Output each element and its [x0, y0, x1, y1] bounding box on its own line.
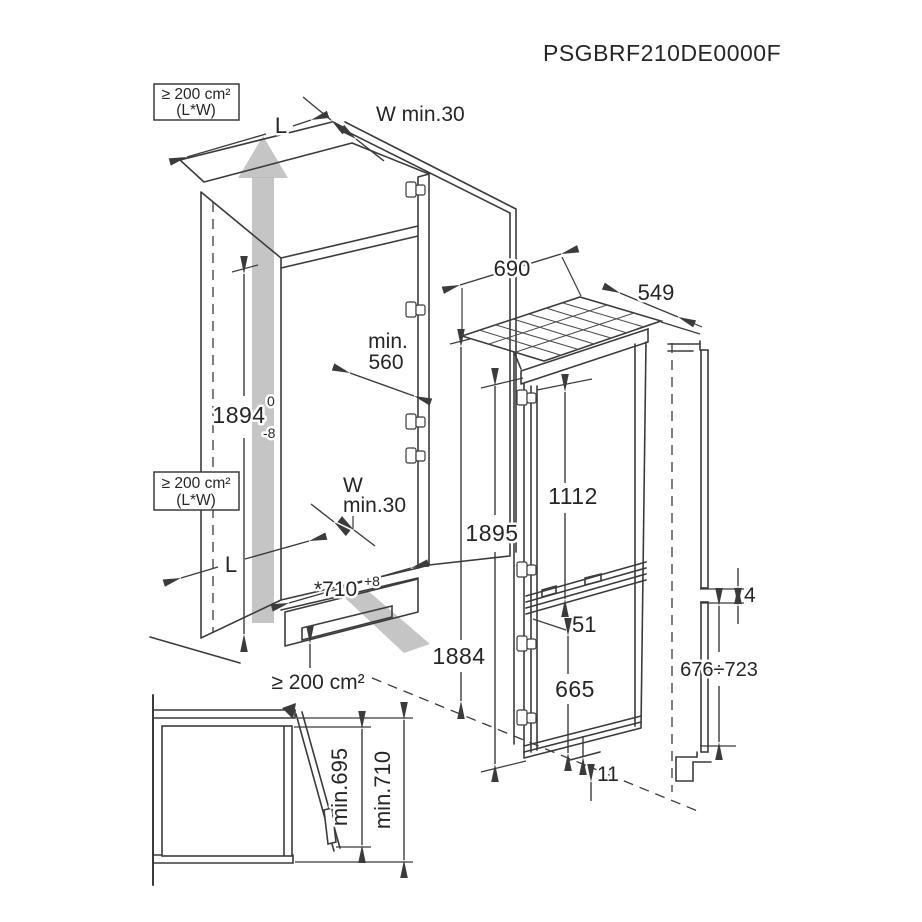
upper-door-label: 1112	[548, 483, 598, 509]
door-panel-structure	[667, 340, 712, 782]
dim-length-top: L	[168, 111, 330, 166]
niche-width-tol: +8	[364, 573, 380, 589]
bottom-vent-text: ≥ 200 cm²	[271, 671, 364, 694]
niche-depth-line1: min.	[368, 330, 408, 353]
bottom-vent-label: ≥ 200 cm²	[271, 626, 365, 694]
divider-label: 51	[572, 612, 596, 637]
dim-bottom-clearance: 11	[579, 736, 621, 801]
lower-panel-height-label: 676÷723	[680, 659, 758, 681]
top-vent-label: ≥ 200 cm² (L*W)	[153, 83, 240, 121]
rear-clearance-side-line1: W	[343, 474, 363, 497]
dim-panel-gap: 4	[700, 568, 756, 624]
min-depth-label: min.695	[327, 748, 352, 826]
dim-min-depth: min.695	[294, 711, 371, 863]
lower-door-label: 665	[555, 676, 595, 702]
top-view-structure	[152, 694, 341, 886]
appliance-grille-grid	[478, 302, 645, 356]
niche-depth-line2: 560	[368, 351, 403, 374]
appliance-hinge-icons	[516, 389, 537, 726]
dim-niche-depth: min. 560	[331, 330, 433, 406]
mid-vent-line1: ≥ 200 cm²	[162, 475, 231, 492]
dim-install-height: 1884	[430, 329, 488, 719]
dim-lower-panel-height: 676÷723	[678, 588, 760, 760]
dim-rear-clearance-top: W min.30	[302, 96, 465, 162]
appliance-height-label: 1895	[465, 520, 518, 546]
install-height-label: 1884	[432, 643, 485, 669]
rear-clearance-side-line2: min.30	[343, 494, 406, 517]
panel-gap-label: 4	[744, 584, 756, 607]
appliance-depth-label: 549	[638, 280, 675, 305]
dim-niche-height: 1894 0 -8	[210, 256, 278, 652]
dim-niche-width: *710 +8	[270, 559, 430, 612]
min-depth-with-door-label: min.710	[370, 751, 395, 829]
floor-dashed-line	[371, 677, 701, 813]
mid-vent-label: ≥ 200 cm² (L*W)	[153, 471, 240, 511]
niche-width-value: *710	[314, 578, 357, 601]
dim-lower-door: 665	[553, 618, 597, 771]
top-vent-line2: (L*W)	[176, 102, 216, 119]
dim-divider: 51	[532, 610, 599, 640]
dim-upper-door: 1112	[536, 374, 600, 617]
niche-height-value: 1894	[212, 402, 265, 428]
bottom-clearance-label: 11	[597, 763, 619, 786]
length-top-label: L	[275, 113, 287, 138]
rear-clearance-top-label: W min.30	[376, 103, 465, 126]
model-number-title: PSGBRF210DE0000F	[543, 40, 781, 66]
mid-vent-line2: (L*W)	[176, 492, 216, 509]
niche-height-tol-plus: 0	[267, 393, 275, 409]
airflow-up-arrow	[238, 136, 288, 623]
dim-appliance-height: 1895	[463, 368, 527, 782]
niche-height-tol-minus: -8	[263, 425, 276, 441]
top-vent-line1: ≥ 200 cm²	[162, 86, 231, 103]
length-bottom-label: L	[225, 552, 237, 577]
cabinet-hinge-icons	[405, 181, 426, 464]
dim-appliance-width: 690	[441, 245, 582, 332]
dim-rear-clearance-side: W min.30	[310, 474, 406, 547]
dim-appliance-depth: 549	[601, 278, 703, 335]
appliance-width-label: 690	[494, 256, 531, 281]
dim-min-depth-with-door: min.710	[295, 702, 413, 878]
dim-length-bottom: L	[162, 532, 328, 587]
